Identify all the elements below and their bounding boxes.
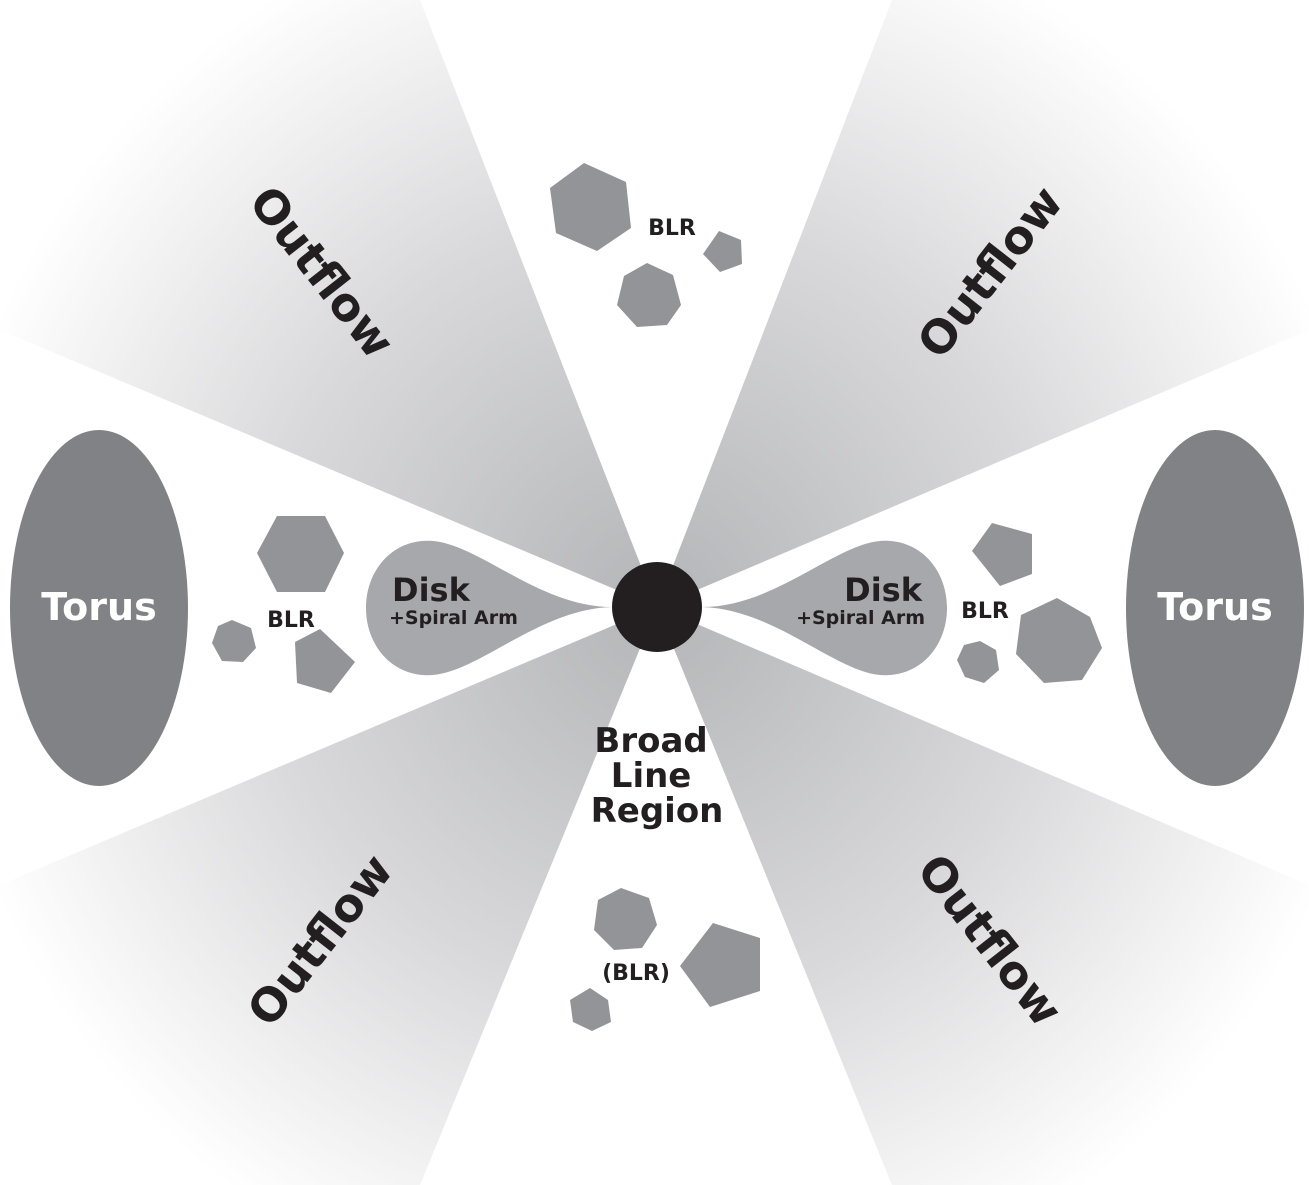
torus-label-right: Torus bbox=[1157, 585, 1272, 629]
black-hole bbox=[612, 562, 702, 652]
disk-label-right: Disk bbox=[844, 571, 923, 609]
broad-line-region-line-2: Line bbox=[611, 756, 692, 796]
blr-label-right: BLR bbox=[961, 599, 1009, 624]
blr-cloud bbox=[957, 641, 999, 683]
blr-cloud bbox=[295, 629, 355, 693]
torus-label-left: Torus bbox=[41, 585, 156, 629]
disk-left bbox=[366, 540, 612, 676]
outflow-cone-bottom-right bbox=[657, 607, 1309, 1185]
blr-cloud bbox=[972, 523, 1032, 586]
blr-cloud bbox=[550, 163, 631, 251]
blr-label-bottom: (BLR) bbox=[602, 961, 670, 986]
blr-cloud bbox=[212, 620, 256, 662]
blr-cloud bbox=[1016, 598, 1102, 683]
outflow-cone-top-right bbox=[657, 0, 1309, 607]
blr-cloud bbox=[617, 263, 681, 327]
blr-label-left: BLR bbox=[267, 608, 315, 633]
blr-cloud bbox=[703, 231, 742, 272]
blr-cloud bbox=[257, 516, 344, 592]
outflow-cone-bottom-left bbox=[0, 607, 657, 1185]
torus-left bbox=[10, 430, 188, 786]
blr-label-top: BLR bbox=[648, 216, 696, 241]
blr-cloud bbox=[570, 988, 611, 1031]
torus-right bbox=[1126, 430, 1304, 786]
broad-line-region-line-3: Region bbox=[591, 791, 724, 831]
disk-label-left: Disk bbox=[392, 571, 471, 609]
blr-cloud bbox=[594, 888, 657, 950]
blr-cloud bbox=[680, 923, 760, 1007]
disk-sublabel-right: +Spiral Arm bbox=[796, 607, 925, 629]
broad-line-region-label: Broad Line Region bbox=[591, 721, 724, 831]
disk-right bbox=[702, 540, 947, 676]
outflow-cone-top-left bbox=[0, 0, 657, 607]
blr-clouds bbox=[212, 163, 1102, 1031]
broad-line-region-line-1: Broad bbox=[594, 721, 707, 761]
disk-sublabel-left: +Spiral Arm bbox=[389, 607, 518, 629]
